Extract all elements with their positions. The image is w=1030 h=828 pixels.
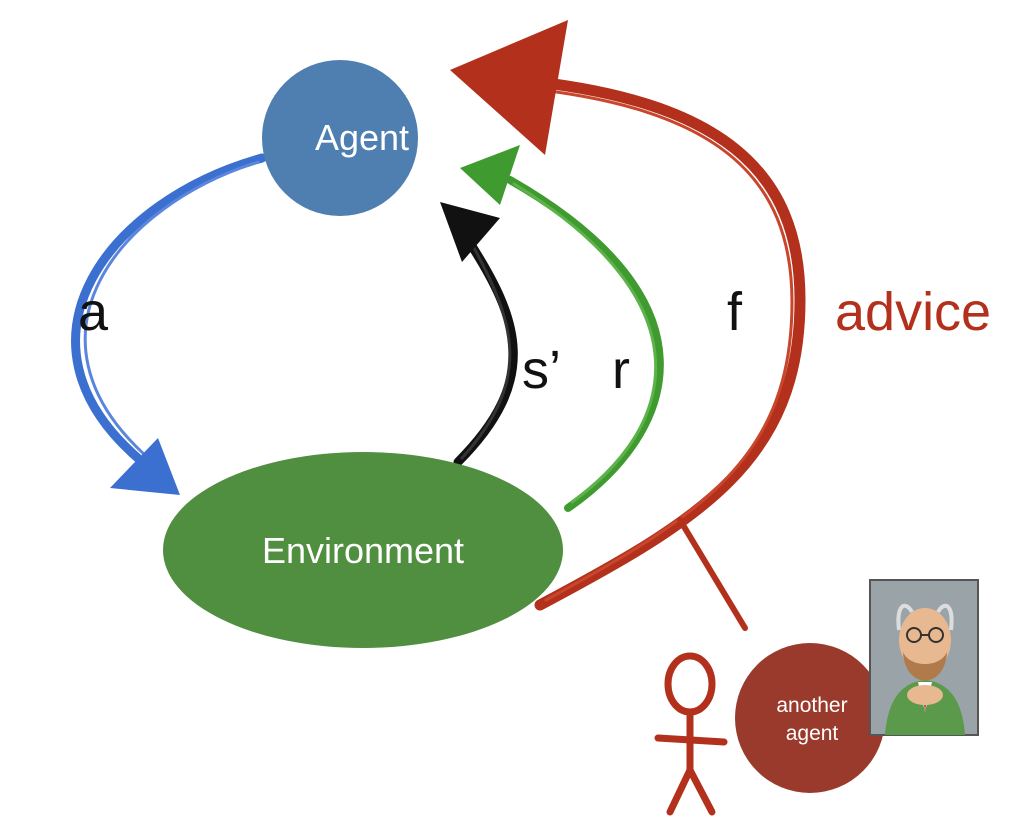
next-state-label: s’ [522, 340, 561, 400]
action-label: a [78, 282, 109, 342]
reward-arrow [460, 145, 664, 512]
advice-edge-label: f [727, 282, 743, 342]
next-state-arrow [440, 202, 518, 467]
another-agent-node: another agent [735, 643, 885, 793]
advice-annotation: advice [835, 282, 991, 342]
action-arrow [71, 153, 267, 495]
stick-figure-icon [654, 652, 728, 816]
environment-node: Environment [163, 452, 563, 648]
another-agent-label-line1: another [776, 694, 847, 717]
reward-label: r [612, 340, 630, 400]
advice-arrow [450, 20, 806, 631]
another-agent-label-line2: agent [786, 722, 839, 745]
agent-node: Agent [262, 60, 418, 216]
teacher-portrait-icon [869, 579, 979, 736]
environment-label: Environment [262, 530, 464, 571]
agent-label: Agent [315, 117, 409, 158]
